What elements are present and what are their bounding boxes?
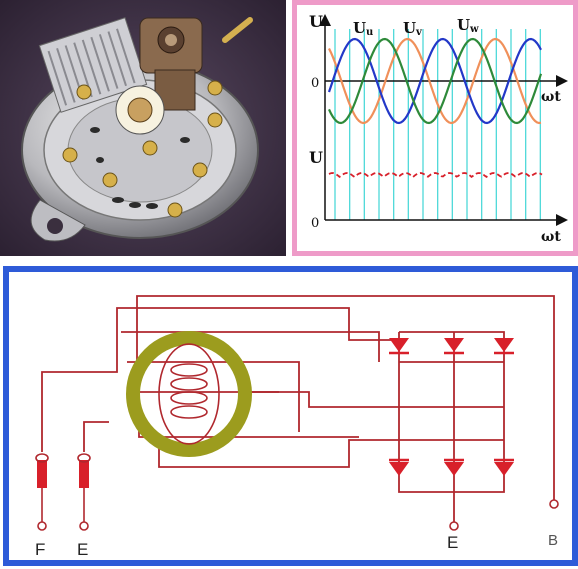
alternator-illustration [0, 0, 286, 256]
rectifier-diodes [389, 338, 514, 476]
phase-u-label: U u [353, 19, 373, 38]
diode-2 [444, 338, 464, 355]
phase-v-label: U v [403, 19, 423, 38]
terminal-f-label: F [35, 540, 45, 559]
vent-holes [90, 127, 190, 209]
phase-u-label-main: U [353, 19, 366, 37]
stator-ring [126, 331, 252, 457]
brush-e [79, 460, 89, 488]
mounting-screws [62, 80, 223, 218]
phase-w-label: U w [457, 16, 479, 35]
brush-caps [35, 453, 91, 522]
circuit-panel: F E E B [3, 266, 578, 566]
phase-w-label-sub: w [469, 24, 479, 35]
phase-v-label-main: U [403, 19, 416, 37]
diode-5 [444, 458, 464, 476]
heat-sink [38, 17, 148, 113]
diode-1 [389, 338, 409, 355]
mounting-ear [30, 199, 86, 242]
phase-v-curve [327, 37, 542, 125]
circuit-diagram: F E E B [35, 295, 559, 559]
terminal-b-label: B [548, 532, 558, 549]
waveform-panel: U 0 ωt U 0 ωt U u U v U w [292, 0, 578, 256]
terminal-e-right-label: E [447, 533, 458, 552]
rectified-curve [328, 172, 543, 179]
top-axis-label: U [309, 12, 323, 31]
diode-4 [389, 458, 409, 476]
phase-w-label-main: U [457, 16, 470, 34]
circuit-wires [41, 295, 555, 522]
phase-u-label-sub: u [366, 27, 373, 38]
bottom-axis-label: U [309, 148, 323, 167]
terminal-e-left-label: E [77, 540, 88, 559]
alternator-photo [0, 0, 286, 256]
diode-6 [494, 458, 514, 476]
top-time-label: ωt [541, 89, 561, 105]
brush-f [37, 460, 47, 488]
waveform-diagram: U 0 ωt U 0 ωt U u U v U w [309, 12, 568, 245]
bottom-zero-label: 0 [311, 216, 319, 231]
phase-u-curve [328, 37, 542, 125]
bottom-time-label: ωt [541, 229, 561, 245]
diode-3 [494, 338, 514, 355]
phase-w-curve [328, 37, 543, 125]
output-stud [222, 17, 253, 43]
rotor-coil [158, 343, 220, 445]
phase-v-label-sub: v [415, 27, 423, 38]
terminals [37, 499, 559, 531]
top-zero-label: 0 [311, 76, 319, 91]
